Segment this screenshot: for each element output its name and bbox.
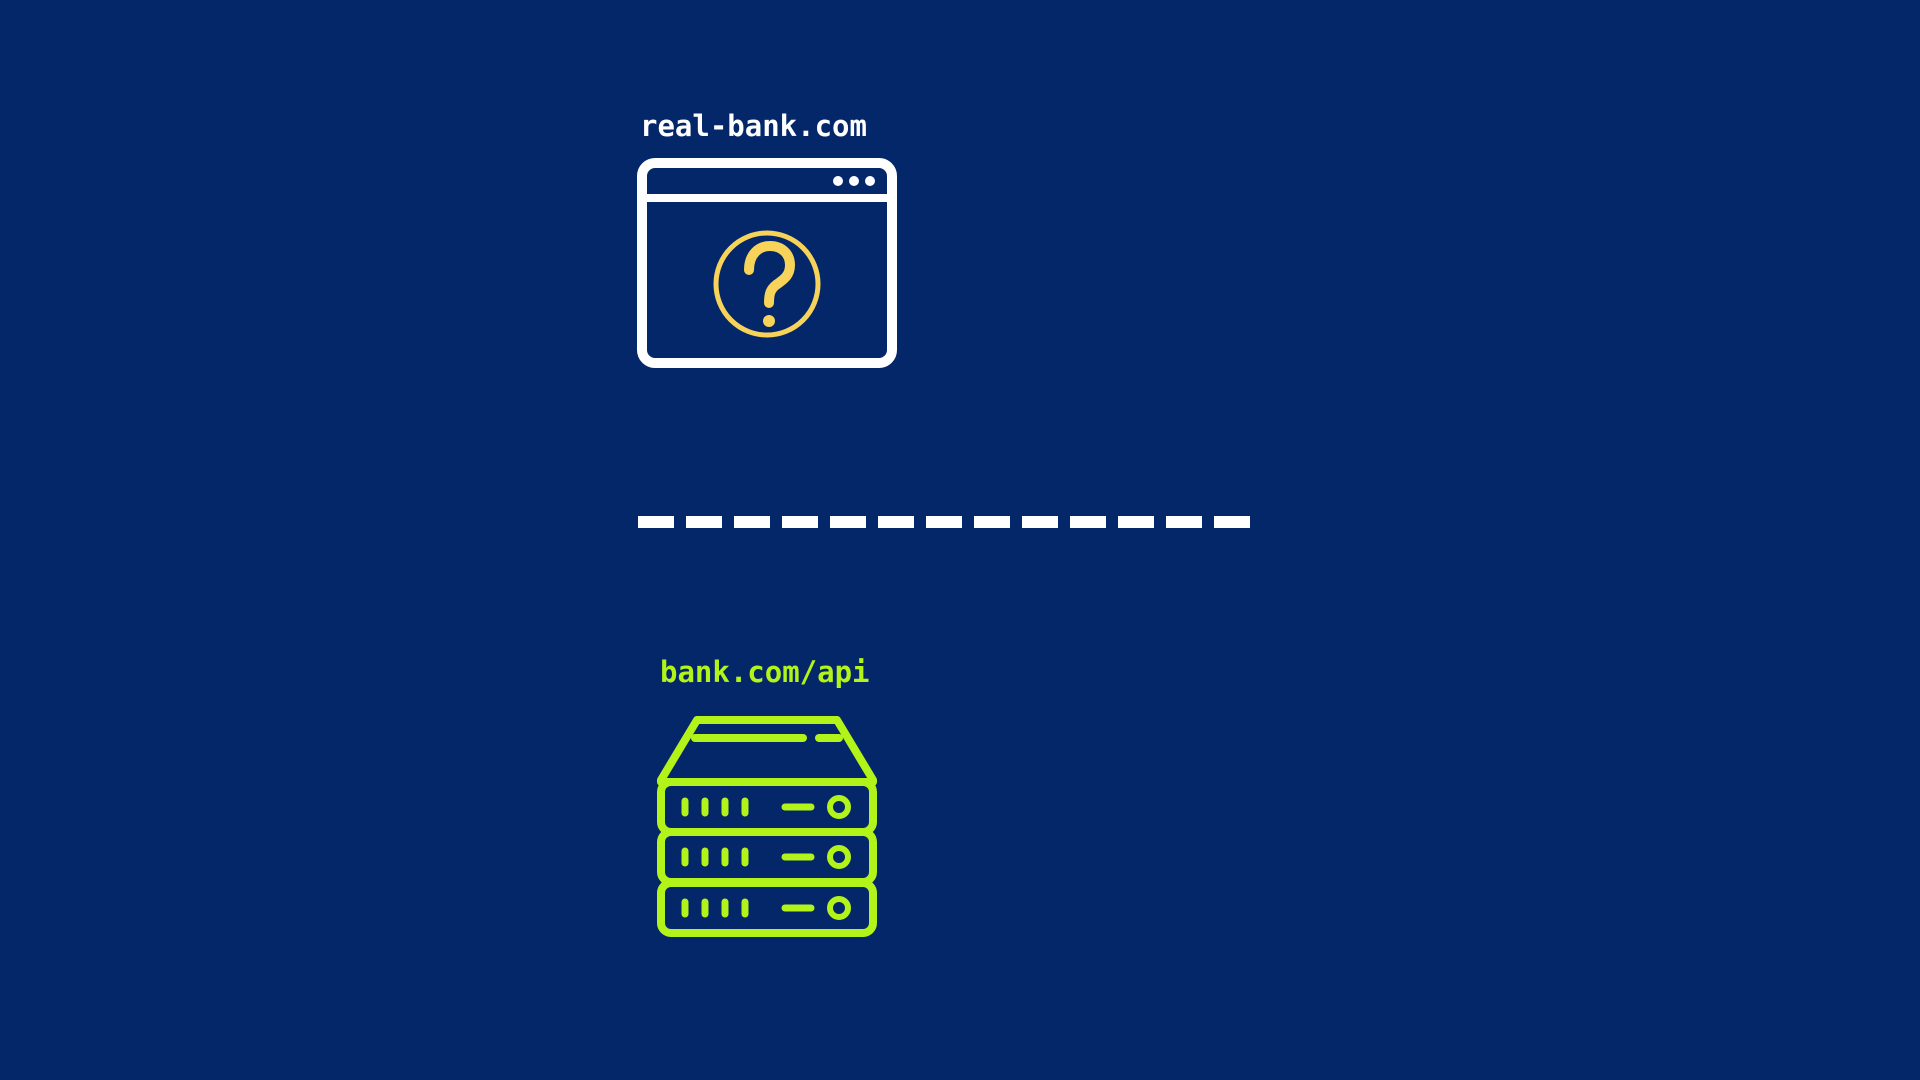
question-mark-icon [713, 230, 821, 338]
browser-dot-icon [833, 176, 843, 186]
browser-domain-label: real-bank.com [640, 109, 867, 143]
server-endpoint-label: bank.com/api [660, 655, 870, 689]
divider-dash [734, 516, 770, 528]
server-stack-icon [657, 716, 877, 937]
divider-dash [878, 516, 914, 528]
server-rack-unit [657, 879, 877, 937]
divider-dash [830, 516, 866, 528]
dashed-divider [638, 516, 1250, 528]
browser-frame [637, 158, 897, 368]
divider-dash [926, 516, 962, 528]
browser-window-icon [637, 158, 897, 368]
divider-dash [974, 516, 1010, 528]
browser-dot-icon [849, 176, 859, 186]
divider-dash [638, 516, 674, 528]
divider-dash [782, 516, 818, 528]
divider-dash [1166, 516, 1202, 528]
browser-dot-icon [865, 176, 875, 186]
divider-dash [1022, 516, 1058, 528]
server-rack-unit [657, 828, 877, 886]
divider-dash [1070, 516, 1106, 528]
server-rack-unit [657, 778, 877, 836]
server-top-unit [657, 716, 877, 786]
divider-dash [1118, 516, 1154, 528]
divider-dash [1214, 516, 1250, 528]
divider-dash [686, 516, 722, 528]
